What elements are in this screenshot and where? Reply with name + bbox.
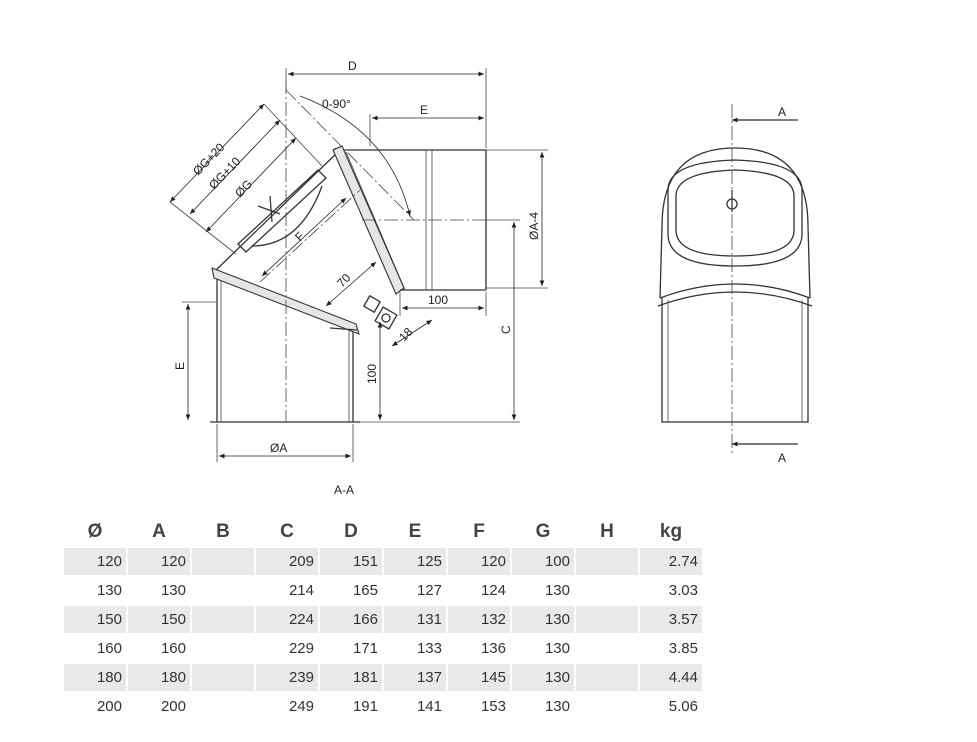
- table-row: 160 160 229 171 133 136 130 3.85: [64, 635, 702, 662]
- dim-a4-label: ØA-4: [527, 212, 541, 240]
- table-cell: 150: [64, 606, 126, 633]
- table-cell: 165: [352, 582, 378, 599]
- table-cell: 124: [480, 582, 506, 599]
- table-cell: 181: [320, 664, 382, 691]
- table-cell: 131: [384, 606, 446, 633]
- table-cell: 3.03: [668, 582, 698, 599]
- dim-g-label: ØG: [232, 177, 255, 200]
- table-cell: [192, 548, 254, 575]
- table-cell: 166: [320, 606, 382, 633]
- table-cell: [576, 664, 638, 691]
- table-cell: 136: [480, 640, 506, 657]
- dim-100-h-label: 100: [428, 293, 448, 307]
- table-cell: 3.57: [640, 606, 702, 633]
- table-header-row: Ø A B C D E F G H kg: [64, 518, 702, 546]
- diagonal-diameter-dims: ØG+20 ØG+10 ØG: [169, 103, 323, 255]
- table-cell: 133: [416, 640, 442, 657]
- table-cell: 5.06: [668, 698, 698, 715]
- table-cell: 130: [160, 582, 186, 599]
- table-cell: 150: [128, 606, 190, 633]
- col-header-h: H: [600, 521, 614, 542]
- table-cell: 171: [352, 640, 378, 657]
- table-cell: 120: [448, 548, 510, 575]
- table-cell: 224: [256, 606, 318, 633]
- table-cell: [576, 635, 638, 662]
- col-header-b: B: [216, 521, 230, 542]
- table-cell: [576, 577, 638, 604]
- table-cell: [192, 635, 254, 662]
- table-cell: 160: [96, 640, 122, 657]
- lower-pipe-segment: [210, 267, 360, 423]
- table-cell: 214: [288, 582, 314, 599]
- table-cell: 130: [512, 606, 574, 633]
- cut-label-bottom: A: [778, 451, 786, 465]
- table-cell: 180: [128, 664, 190, 691]
- technical-drawing: D E 0-90° ØG+20 ØG+10 ØG F 70 100: [169, 59, 813, 497]
- col-header-c: C: [280, 521, 294, 542]
- dim-a-label: ØA: [270, 441, 287, 455]
- table-cell: 145: [448, 664, 510, 691]
- table-cell: 120: [128, 548, 190, 575]
- table-cell: 3.85: [668, 640, 698, 657]
- angle-label: 0-90°: [322, 97, 351, 111]
- dim-d-label: D: [348, 59, 357, 73]
- table-cell: 137: [384, 664, 446, 691]
- table-cell: 100: [512, 548, 574, 575]
- table-cell: [576, 606, 638, 633]
- table-cell: 120: [64, 548, 126, 575]
- table-cell: 180: [64, 664, 126, 691]
- dim-e-top-label: E: [420, 103, 428, 117]
- table-cell: 229: [288, 640, 314, 657]
- section-label: A-A: [334, 483, 354, 497]
- table-cell: 200: [160, 698, 186, 715]
- table-cell: 4.44: [640, 664, 702, 691]
- section-view: D E 0-90° ØG+20 ØG+10 ØG F 70 100: [169, 59, 548, 497]
- table-cell: 160: [160, 640, 186, 657]
- col-header-a: A: [152, 521, 166, 542]
- table-cell: 200: [96, 698, 122, 715]
- table-cell: 249: [288, 698, 314, 715]
- damper-plate: [237, 169, 327, 253]
- table-cell: 130: [544, 640, 570, 657]
- dim-100-v-label: 100: [365, 364, 379, 384]
- col-header-e: E: [408, 521, 422, 542]
- table-cell: 153: [480, 698, 506, 715]
- table-cell: 209: [256, 548, 318, 575]
- table-cell: 130: [544, 582, 570, 599]
- table-cell: 191: [352, 698, 378, 715]
- cut-label-top: A: [778, 105, 786, 119]
- table-cell: 151: [320, 548, 382, 575]
- col-header-diameter: Ø: [87, 521, 103, 542]
- col-header-g: G: [535, 521, 551, 542]
- table-cell: [192, 577, 254, 604]
- table-cell: [192, 664, 254, 691]
- table-cell: 141: [416, 698, 442, 715]
- dim-e-left-label: E: [173, 362, 187, 370]
- table-cell: 132: [448, 606, 510, 633]
- col-header-f: F: [473, 521, 485, 542]
- table-cell: [576, 693, 638, 720]
- col-header-d: D: [344, 521, 358, 542]
- table-cell: 127: [416, 582, 442, 599]
- col-header-kg: kg: [659, 521, 683, 542]
- table-cell: [192, 693, 254, 720]
- side-view: A A: [657, 104, 813, 465]
- table-cell: [192, 606, 254, 633]
- dim-c-label: C: [499, 325, 513, 334]
- table-cell: 239: [256, 664, 318, 691]
- dim-70-label: 70: [334, 271, 354, 291]
- table-row: 130 130 214 165 127 124 130 3.03: [64, 577, 702, 604]
- table-cell: [576, 548, 638, 575]
- table-cell: 130: [544, 698, 570, 715]
- table-cell: 2.74: [640, 548, 702, 575]
- table-cell: 130: [96, 582, 122, 599]
- table-cell: 130: [512, 664, 574, 691]
- table-row: 200 200 249 191 141 153 130 5.06: [64, 693, 702, 720]
- table-cell: 125: [384, 548, 446, 575]
